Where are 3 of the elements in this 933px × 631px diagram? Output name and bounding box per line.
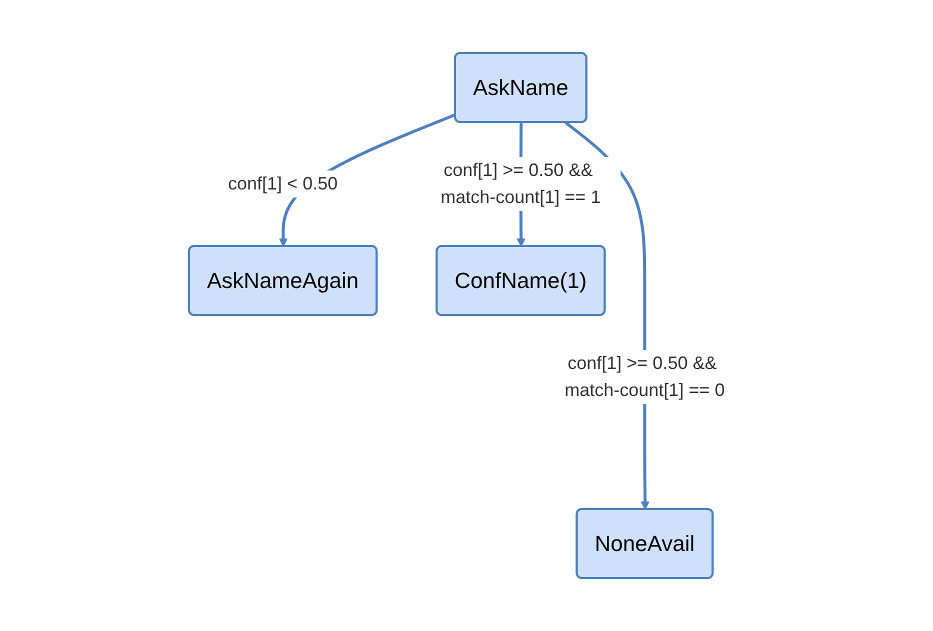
edge-label: conf[1] < 0.50	[228, 174, 338, 194]
edge-label: conf[1] >= 0.50 && match-count[1] == 0	[564, 353, 724, 400]
edge-label: conf[1] >= 0.50 && match-count[1] == 1	[440, 160, 600, 207]
